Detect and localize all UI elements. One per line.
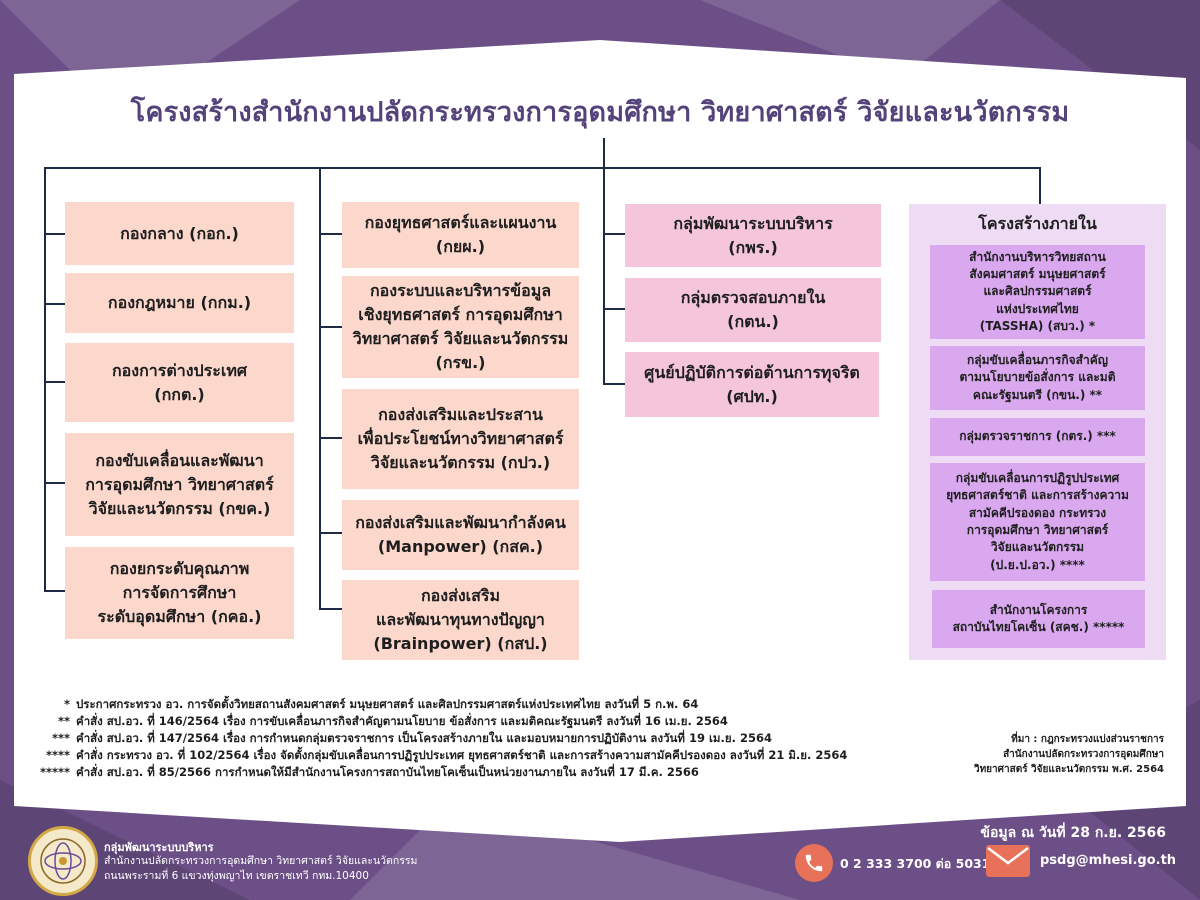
connector-col1-tick xyxy=(44,590,65,592)
unit-box: กองยกระดับคุณภาพการจัดการศึกษาระดับอุดมศ… xyxy=(65,547,294,639)
envelope-icon xyxy=(985,844,1031,878)
unit-box: ศูนย์ปฏิบัติการต่อต้านการทุจริต(ศปท.) xyxy=(625,352,879,417)
chart-title: โครงสร้างสำนักงานปลัดกระทรวงการอุดมศึกษา… xyxy=(130,97,1070,128)
connector-col2-vertical xyxy=(319,167,321,609)
connector-trunk xyxy=(603,138,605,168)
internal-unit-box: สำนักงานบริหารวิทยสถานสังคมศาสตร์ มนุษยศ… xyxy=(930,245,1145,339)
internal-unit-box: กลุ่มขับเคลื่อนการปฏิรูปประเทศยุทธศาสตร์… xyxy=(930,463,1145,581)
connector-top-bar xyxy=(44,167,1041,169)
data-date: ข้อมูล ณ วันที่ 28 ก.ย. 2566 xyxy=(980,825,1166,841)
unit-box: กลุ่มพัฒนาระบบบริหาร(กพร.) xyxy=(625,204,881,267)
unit-box: กองกลาง (กอก.) xyxy=(65,202,294,265)
connector-col3-vertical xyxy=(603,167,605,385)
footnote: *ประกาศกระทรวง อว. การจัดตั้งวิทยสถานสัง… xyxy=(63,697,699,711)
unit-box: กลุ่มตรวจสอบภายใน(กตน.) xyxy=(625,278,881,342)
connector-col3-tick xyxy=(603,233,625,235)
unit-box: กองขับเคลื่อนและพัฒนาการอุดมศึกษา วิทยาศ… xyxy=(65,433,294,536)
connector-col2-tick xyxy=(319,233,342,235)
connector-col1-tick xyxy=(44,303,65,305)
footnote: ****คำสั่ง กระทรวง อว. ที่ 102/2564 เรื่… xyxy=(45,748,848,762)
connector-col1-tick xyxy=(44,381,65,383)
internal-unit-box: กลุ่มตรวจราชการ (กตร.) *** xyxy=(930,418,1145,456)
footer-org-name: กลุ่มพัฒนาระบบบริหาร xyxy=(104,841,214,854)
connector-col1-tick xyxy=(44,482,65,484)
unit-box: กองระบบและบริหารข้อมูลเชิงยุทธศาสตร์ การ… xyxy=(342,276,579,378)
footnotes: *ประกาศกระทรวง อว. การจัดตั้งวิทยสถานสัง… xyxy=(40,696,847,781)
unit-box: กองส่งเสริมและประสานเพื่อประโยชน์ทางวิทย… xyxy=(342,389,579,489)
ministry-logo xyxy=(28,826,98,896)
unit-box: กองกฎหมาย (กกม.) xyxy=(65,273,294,333)
source-citation: ที่มา : กฎกระทรวงแบ่งส่วนราชการ สำนักงาน… xyxy=(973,734,1164,775)
connector-col2-tick xyxy=(319,532,342,534)
unit-box: กองส่งเสริมและพัฒนากำลังคน(Manpower) (กส… xyxy=(342,500,579,570)
connector-col3-tick xyxy=(603,308,625,310)
internal-unit-box: สำนักงานโครงการสถาบันไทยโคเซ็น (สคช.) **… xyxy=(932,590,1145,648)
footer-org-line: สำนักงานปลัดกระทรวงการอุดมศึกษา วิทยาศาส… xyxy=(104,855,418,867)
footer-address: ถนนพระรามที่ 6 แขวงทุ่งพญาไท เขตราชเทวี … xyxy=(104,870,369,882)
internal-unit-box: กลุ่มขับเคลื่อนภารกิจสำคัญตามนโยบายข้อสั… xyxy=(930,346,1145,410)
connector-col4-drop xyxy=(1039,167,1041,204)
connector-col1-vertical xyxy=(44,167,46,591)
unit-box: กองส่งเสริมและพัฒนาทุนทางปัญญา(Brainpowe… xyxy=(342,580,579,660)
connector-col3-tick xyxy=(603,383,625,385)
footnote: ***คำสั่ง สป.อว. ที่ 147/2564 เรื่อง การ… xyxy=(51,731,772,745)
emblem-icon xyxy=(40,838,86,884)
connector-col2-tick xyxy=(319,437,342,439)
connector-col2-tick xyxy=(319,608,342,610)
internal-structure-heading: โครงสร้างภายใน xyxy=(978,214,1097,233)
phone-number[interactable]: 0 2 333 3700 ต่อ 5031 xyxy=(840,856,991,871)
connector-col2-tick xyxy=(319,326,342,328)
email-address[interactable]: psdg@mhesi.go.th xyxy=(1040,853,1177,868)
unit-box: กองยุทธศาสตร์และแผนงาน(กยผ.) xyxy=(342,202,579,268)
unit-box: กองการต่างประเทศ(กกต.) xyxy=(65,343,294,422)
connector-col1-tick xyxy=(44,233,65,235)
footnote: *****คำสั่ง สป.อว. ที่ 85/2566 การกำหนดใ… xyxy=(40,765,699,779)
footnote: **คำสั่ง สป.อว. ที่ 146/2564 เรื่อง การข… xyxy=(57,714,728,728)
phone-icon xyxy=(795,844,833,882)
